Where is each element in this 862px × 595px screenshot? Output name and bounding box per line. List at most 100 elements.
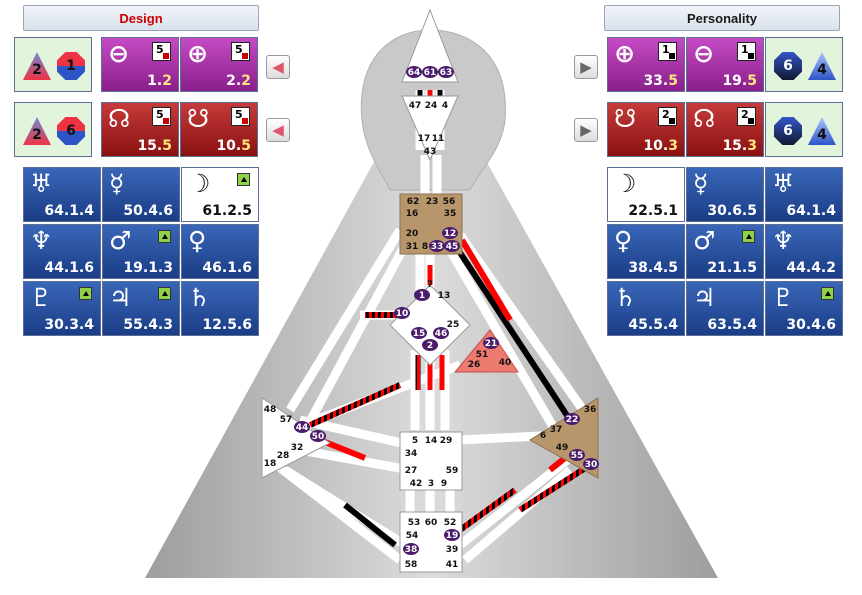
gate-63[interactable]: 63 bbox=[440, 68, 453, 78]
gate-51[interactable]: 51 bbox=[476, 350, 489, 360]
personality-next-button-1[interactable]: ▶ bbox=[574, 55, 598, 79]
personality-earth-cell[interactable]: ⊖ 1 19.5 bbox=[686, 37, 764, 92]
gate-26[interactable]: 26 bbox=[468, 360, 481, 370]
design-north-node-cell[interactable]: ☊ 5 15.5 bbox=[101, 102, 179, 157]
gate-28[interactable]: 28 bbox=[277, 451, 290, 461]
gate-49[interactable]: 49 bbox=[556, 443, 569, 453]
gate-18[interactable]: 18 bbox=[264, 459, 277, 469]
design-sun-cell[interactable]: ⊕ 5 2.2 bbox=[180, 37, 258, 92]
gate-8[interactable]: 8 bbox=[422, 242, 428, 252]
gate-21[interactable]: 21 bbox=[485, 339, 498, 349]
gate-38[interactable]: 38 bbox=[405, 545, 418, 555]
personality-planet-cell[interactable]: ♂21.1.5 bbox=[686, 224, 764, 279]
gate-33[interactable]: 33 bbox=[431, 242, 444, 252]
north-node-icon: ☊ bbox=[108, 104, 131, 133]
gate-25[interactable]: 25 bbox=[447, 320, 460, 330]
gate-32[interactable]: 32 bbox=[291, 443, 304, 453]
gate-44[interactable]: 44 bbox=[296, 423, 309, 433]
gate-48[interactable]: 48 bbox=[264, 405, 277, 415]
gate-59[interactable]: 59 bbox=[446, 466, 459, 476]
gate-30[interactable]: 30 bbox=[585, 460, 598, 470]
gate-39[interactable]: 39 bbox=[446, 545, 459, 555]
gate-35[interactable]: 35 bbox=[444, 209, 457, 219]
venus-icon: ♀ bbox=[614, 226, 633, 255]
gate-16[interactable]: 16 bbox=[406, 209, 419, 219]
gate-27[interactable]: 27 bbox=[405, 466, 418, 476]
personality-south-node-cell[interactable]: ☋ 2 10.3 bbox=[607, 102, 685, 157]
personality-planet-cell[interactable]: ♅64.1.4 bbox=[765, 167, 843, 222]
personality-planet-cell[interactable]: ♄45.5.4 bbox=[607, 281, 685, 336]
design-south-node-cell[interactable]: ☋ 5 10.5 bbox=[180, 102, 258, 157]
personality-planet-cell[interactable]: ♇30.4.6 bbox=[765, 281, 843, 336]
gate-12[interactable]: 12 bbox=[444, 229, 457, 239]
gate-1[interactable]: 1 bbox=[419, 291, 425, 301]
design-planet-cell[interactable]: ♅64.1.4 bbox=[23, 167, 101, 222]
personality-planet-cell[interactable]: ☽22.5.1 bbox=[607, 167, 685, 222]
personality-planet-cell[interactable]: ♆44.4.2 bbox=[765, 224, 843, 279]
gate-56[interactable]: 56 bbox=[443, 197, 456, 207]
gate-4[interactable]: 4 bbox=[442, 101, 448, 111]
design-planet-cell[interactable]: ☽61.2.5 bbox=[181, 167, 259, 222]
design-planet-cell[interactable]: ♆44.1.6 bbox=[23, 224, 101, 279]
gate-15[interactable]: 15 bbox=[413, 329, 426, 339]
gate-22[interactable]: 22 bbox=[566, 415, 579, 425]
personality-planet-cell[interactable]: ♀38.4.5 bbox=[607, 224, 685, 279]
planet-value: 30.4.6 bbox=[786, 317, 836, 333]
gate-6[interactable]: 6 bbox=[540, 431, 546, 441]
design-prev-button-2[interactable]: ◀ bbox=[266, 118, 290, 142]
arrow-up-icon bbox=[79, 287, 92, 300]
gate-14[interactable]: 14 bbox=[425, 436, 438, 446]
gate-62[interactable]: 62 bbox=[407, 197, 420, 207]
design-planet-cell[interactable]: ♂19.1.3 bbox=[102, 224, 180, 279]
gate-17[interactable]: 17 bbox=[418, 134, 431, 144]
planet-value: 12.5.6 bbox=[202, 317, 252, 333]
personality-sun-cell[interactable]: ⊕ 1 33.5 bbox=[607, 37, 685, 92]
gate-58[interactable]: 58 bbox=[405, 560, 418, 570]
personality-next-button-2[interactable]: ▶ bbox=[574, 118, 598, 142]
gate-57[interactable]: 57 bbox=[280, 415, 293, 425]
gate-52[interactable]: 52 bbox=[444, 518, 457, 528]
gate-36[interactable]: 36 bbox=[584, 405, 597, 415]
gate-64[interactable]: 64 bbox=[408, 68, 421, 78]
gate-19[interactable]: 19 bbox=[446, 531, 459, 541]
gate-23[interactable]: 23 bbox=[426, 197, 439, 207]
gate-55[interactable]: 55 bbox=[571, 451, 584, 461]
gate-42[interactable]: 42 bbox=[410, 479, 423, 489]
gate-47[interactable]: 47 bbox=[409, 101, 422, 111]
design-planet-cell[interactable]: ♃55.4.3 bbox=[102, 281, 180, 336]
personality-north-node-cell[interactable]: ☊ 2 15.3 bbox=[686, 102, 764, 157]
gate-43[interactable]: 43 bbox=[424, 147, 437, 157]
gate-11[interactable]: 11 bbox=[432, 134, 445, 144]
gate-24[interactable]: 24 bbox=[425, 101, 438, 111]
design-planet-cell[interactable]: ♄12.5.6 bbox=[181, 281, 259, 336]
gate-60[interactable]: 60 bbox=[425, 518, 438, 528]
gate-54[interactable]: 54 bbox=[406, 531, 419, 541]
design-planet-cell[interactable]: ♀46.1.6 bbox=[181, 224, 259, 279]
gate-53[interactable]: 53 bbox=[408, 518, 421, 528]
gate-20[interactable]: 20 bbox=[406, 229, 419, 239]
gate-37[interactable]: 37 bbox=[550, 425, 563, 435]
gate-2[interactable]: 2 bbox=[427, 341, 433, 351]
design-planet-cell[interactable]: ♇30.3.4 bbox=[23, 281, 101, 336]
gate-10[interactable]: 10 bbox=[396, 309, 409, 319]
gate-34[interactable]: 34 bbox=[405, 449, 418, 459]
gate-31[interactable]: 31 bbox=[406, 242, 419, 252]
design-earth-cell[interactable]: ⊖ 5 1.2 bbox=[101, 37, 179, 92]
gate-46[interactable]: 46 bbox=[435, 329, 448, 339]
gate-45[interactable]: 45 bbox=[446, 242, 459, 252]
gate-41[interactable]: 41 bbox=[446, 560, 459, 570]
personality-planet-cell[interactable]: ☿30.6.5 bbox=[686, 167, 764, 222]
gate-29[interactable]: 29 bbox=[440, 436, 453, 446]
gate-active-marker bbox=[422, 339, 438, 351]
gate-40[interactable]: 40 bbox=[499, 358, 512, 368]
gate-7[interactable]: 7 bbox=[427, 280, 433, 290]
gate-61[interactable]: 61 bbox=[424, 68, 437, 78]
gate-5[interactable]: 5 bbox=[412, 436, 418, 446]
gate-9[interactable]: 9 bbox=[441, 479, 447, 489]
gate-50[interactable]: 50 bbox=[312, 432, 325, 442]
gate-13[interactable]: 13 bbox=[438, 291, 451, 301]
design-prev-button-1[interactable]: ◀ bbox=[266, 55, 290, 79]
personality-planet-cell[interactable]: ♃63.5.4 bbox=[686, 281, 764, 336]
design-planet-cell[interactable]: ☿50.4.6 bbox=[102, 167, 180, 222]
gate-3[interactable]: 3 bbox=[428, 479, 434, 489]
